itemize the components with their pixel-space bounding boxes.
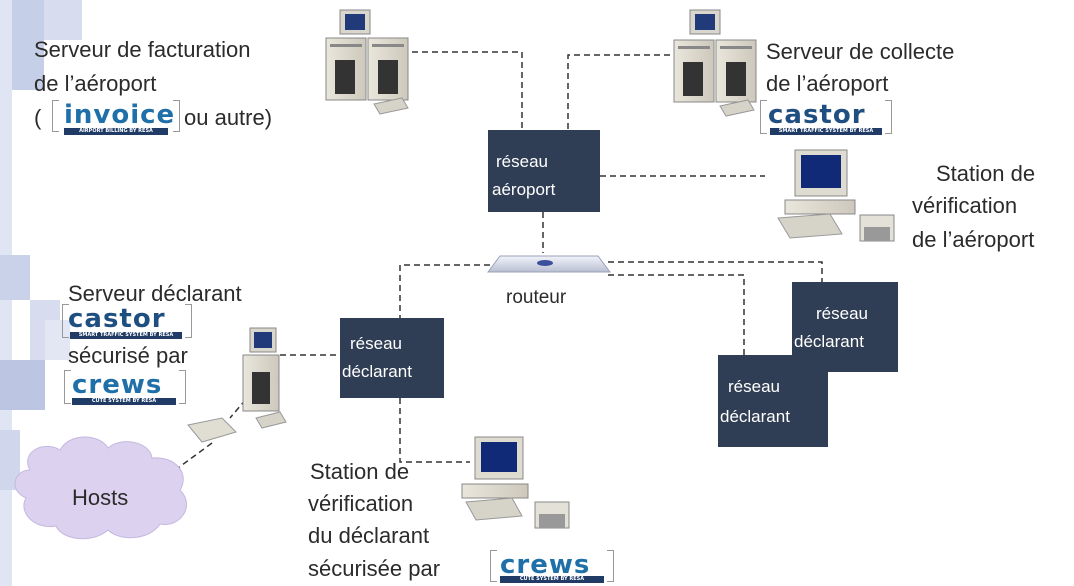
- router-label: routeur: [506, 287, 567, 308]
- airport-station-label-3: de l’aéroport: [912, 227, 1035, 252]
- castor-logo-top: castor SMART TRAFFIC SYSTEM BY RESA: [760, 100, 892, 135]
- declarant-station-label-2: vérification: [308, 491, 414, 516]
- collection-server-icon[interactable]: [673, 9, 757, 117]
- crews-logo-left-tagline: CUTE SYSTEM BY RESA: [72, 398, 176, 405]
- billing-server-icon[interactable]: [325, 9, 409, 115]
- invoice-logo-name: invoice: [64, 100, 176, 130]
- connection-lines: [177, 51, 823, 469]
- declarant-network-right-top-label-2: déclarant: [794, 332, 864, 351]
- crews-logo-bottom: crews CUTE SYSTEM BY RESA: [490, 550, 614, 583]
- castor-logo-left: castor SMART TRAFFIC SYSTEM BY RESA: [62, 304, 192, 339]
- castor-logo-left-tagline: SMART TRAFFIC SYSTEM BY RESA: [70, 332, 182, 339]
- declarant-station-label-1: Station de: [310, 459, 410, 484]
- declarant-network-right-top-label-1: réseau: [816, 304, 868, 323]
- crews-logo-bottom-tagline: CUTE SYSTEM BY RESA: [500, 576, 604, 583]
- airport-station-icon[interactable]: [777, 149, 895, 242]
- billing-server-label-1: Serveur de facturation: [34, 37, 251, 62]
- castor-logo-top-name: castor: [768, 100, 866, 130]
- crews-logo-left-name: crews: [72, 370, 163, 400]
- declarant-network-left-label-1: réseau: [350, 334, 402, 353]
- declarant-server-label: Serveur déclarant: [68, 281, 242, 306]
- declarant-station-label-4: sécurisée par: [308, 556, 441, 581]
- airport-network-box[interactable]: réseau aéroport: [488, 130, 600, 212]
- billing-server-label-2: de l’aéroport: [34, 71, 157, 96]
- declarant-station-icon[interactable]: [461, 436, 570, 529]
- decorative-strip: [0, 0, 82, 586]
- declarant-network-right-bottom-label-1: réseau: [728, 377, 780, 396]
- castor-logo-top-tagline: SMART TRAFFIC SYSTEM BY RESA: [770, 128, 882, 135]
- declarant-network-box-left[interactable]: réseau déclarant: [340, 318, 444, 398]
- router-icon[interactable]: [487, 255, 611, 273]
- crews-logo-left: crews CUTE SYSTEM BY RESA: [64, 370, 186, 405]
- declarant-network-right-bottom-label-2: déclarant: [720, 407, 790, 426]
- hosts-label: Hosts: [72, 485, 129, 510]
- invoice-logo-tagline: AIRPORT BILLING BY RESA: [64, 128, 168, 135]
- billing-or-other: ou autre): [184, 105, 273, 130]
- hosts-cloud[interactable]: [14, 436, 187, 540]
- collection-server-label-1: Serveur de collecte: [766, 39, 955, 64]
- declarant-station-label-3: du déclarant: [308, 523, 430, 548]
- declarant-network-left-label-2: déclarant: [342, 362, 412, 381]
- declarant-network-box-right-bottom[interactable]: réseau déclarant: [718, 355, 828, 447]
- collection-server-label-2: de l’aéroport: [766, 71, 889, 96]
- crews-logo-bottom-name: crews: [500, 550, 591, 580]
- secured-by-label: sécurisé par: [68, 343, 188, 368]
- invoice-logo: invoice AIRPORT BILLING BY RESA: [52, 100, 180, 135]
- airport-station-label-1: Station de: [936, 161, 1036, 186]
- declarant-server-icon[interactable]: [187, 327, 287, 443]
- billing-open-paren: (: [34, 105, 42, 130]
- airport-station-label-2: vérification: [912, 193, 1018, 218]
- airport-network-label-2: aéroport: [492, 180, 556, 199]
- castor-logo-left-name: castor: [68, 304, 166, 334]
- airport-network-label-1: réseau: [496, 152, 548, 171]
